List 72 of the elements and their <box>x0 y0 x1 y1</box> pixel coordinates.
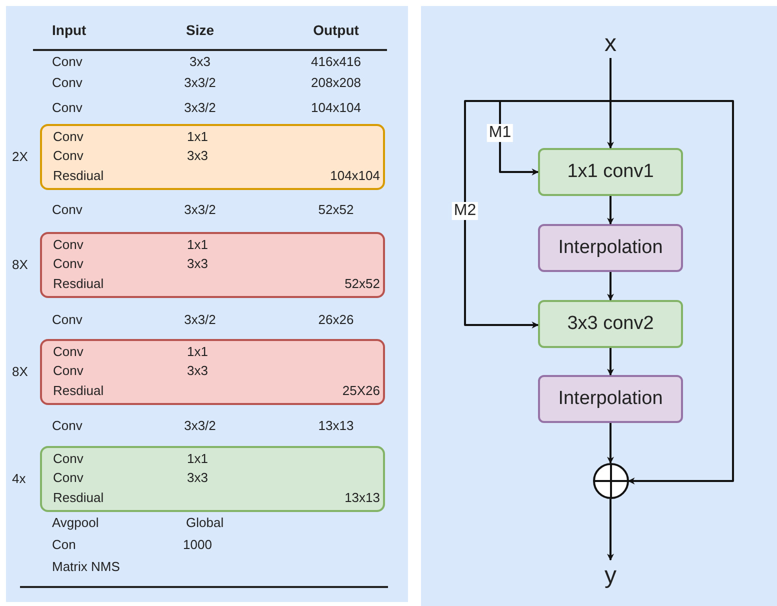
table-cell: 3x3/2 <box>184 101 216 114</box>
repeat-block <box>40 339 385 405</box>
arrow <box>607 423 614 464</box>
table-cell: Conv <box>52 55 82 68</box>
table-cell: Conv <box>52 313 82 326</box>
edge-label: M1 <box>486 124 514 142</box>
table-cell: Avgpool <box>52 516 99 529</box>
table-cell: 3x3 <box>190 55 210 68</box>
table-cell: 3x3 <box>187 363 208 379</box>
table-cell: 1x1 <box>187 129 208 145</box>
process-box: 3x3 conv2 <box>538 300 683 348</box>
table-cell: 3x3 <box>187 470 208 486</box>
arrow <box>610 58 734 484</box>
table-cell: Conv <box>53 256 84 272</box>
table-cell: 3x3/2 <box>184 76 216 89</box>
table-cell: 3x3 <box>187 256 208 272</box>
table-cell: 1x1 <box>187 344 208 360</box>
table-cell: Conv <box>53 470 84 486</box>
table-cell: Conv <box>53 148 84 164</box>
column-header: Size <box>186 23 214 37</box>
variable-label: y <box>600 560 620 592</box>
table-cell: Resdiual <box>53 383 104 399</box>
repeat-count: 8X <box>12 257 28 273</box>
table-cell: 1x1 <box>187 237 208 253</box>
table-cell: Conv <box>53 451 84 467</box>
process-box: Interpolation <box>538 375 683 423</box>
table-cell: 13x13 <box>344 490 380 506</box>
table-cell: 3x3 <box>187 148 208 164</box>
table-cell: Conv <box>52 76 82 89</box>
table-cell: 104x104 <box>311 101 361 114</box>
table-cell: Resdiual <box>53 490 104 506</box>
table-cell: 416x416 <box>311 55 361 68</box>
repeat-count: 2X <box>12 149 28 165</box>
arrow <box>607 272 614 301</box>
table-cell: Con <box>52 538 76 551</box>
table-cell: 3x3/2 <box>184 203 216 216</box>
table-cell: Global <box>186 516 224 529</box>
table-cell: Conv <box>53 344 84 360</box>
repeat-block <box>40 124 385 190</box>
process-box: 1x1 conv1 <box>538 148 683 196</box>
edge-label: M2 <box>452 202 478 220</box>
table-cell: Conv <box>52 419 82 432</box>
table-cell: Resdiual <box>53 168 104 184</box>
column-header: Output <box>313 23 359 37</box>
repeat-block <box>40 446 385 512</box>
table-cell: 25X26 <box>342 383 380 399</box>
repeat-block <box>40 232 385 298</box>
table-cell: 208x208 <box>311 76 361 89</box>
table-cell: 13x13 <box>318 419 354 432</box>
repeat-count: 8X <box>12 364 28 380</box>
table-cell: Conv <box>53 237 84 253</box>
table-cell: 52x52 <box>344 276 380 292</box>
table-cell: Conv <box>53 129 84 145</box>
arrow <box>607 499 614 561</box>
table-cell: 3x3/2 <box>184 419 216 432</box>
table-cell: 3x3/2 <box>184 313 216 326</box>
column-header: Input <box>52 23 86 37</box>
table-cell: Conv <box>52 101 82 114</box>
table-cell: Conv <box>53 363 84 379</box>
table-cell: 104x104 <box>330 168 380 184</box>
repeat-count: 4x <box>12 471 26 487</box>
arrow <box>607 348 614 376</box>
arrow <box>607 196 614 225</box>
table-cell: Conv <box>52 203 82 216</box>
table-cell: 1000 <box>183 538 212 551</box>
table-cell: Resdiual <box>53 276 104 292</box>
table-cell: Matrix NMS <box>52 560 120 573</box>
variable-label: x <box>600 30 620 58</box>
table-cell: 52x52 <box>318 203 354 216</box>
table-cell: 1x1 <box>187 451 208 467</box>
process-box: Interpolation <box>538 224 683 272</box>
table-cell: 26x26 <box>318 313 354 326</box>
